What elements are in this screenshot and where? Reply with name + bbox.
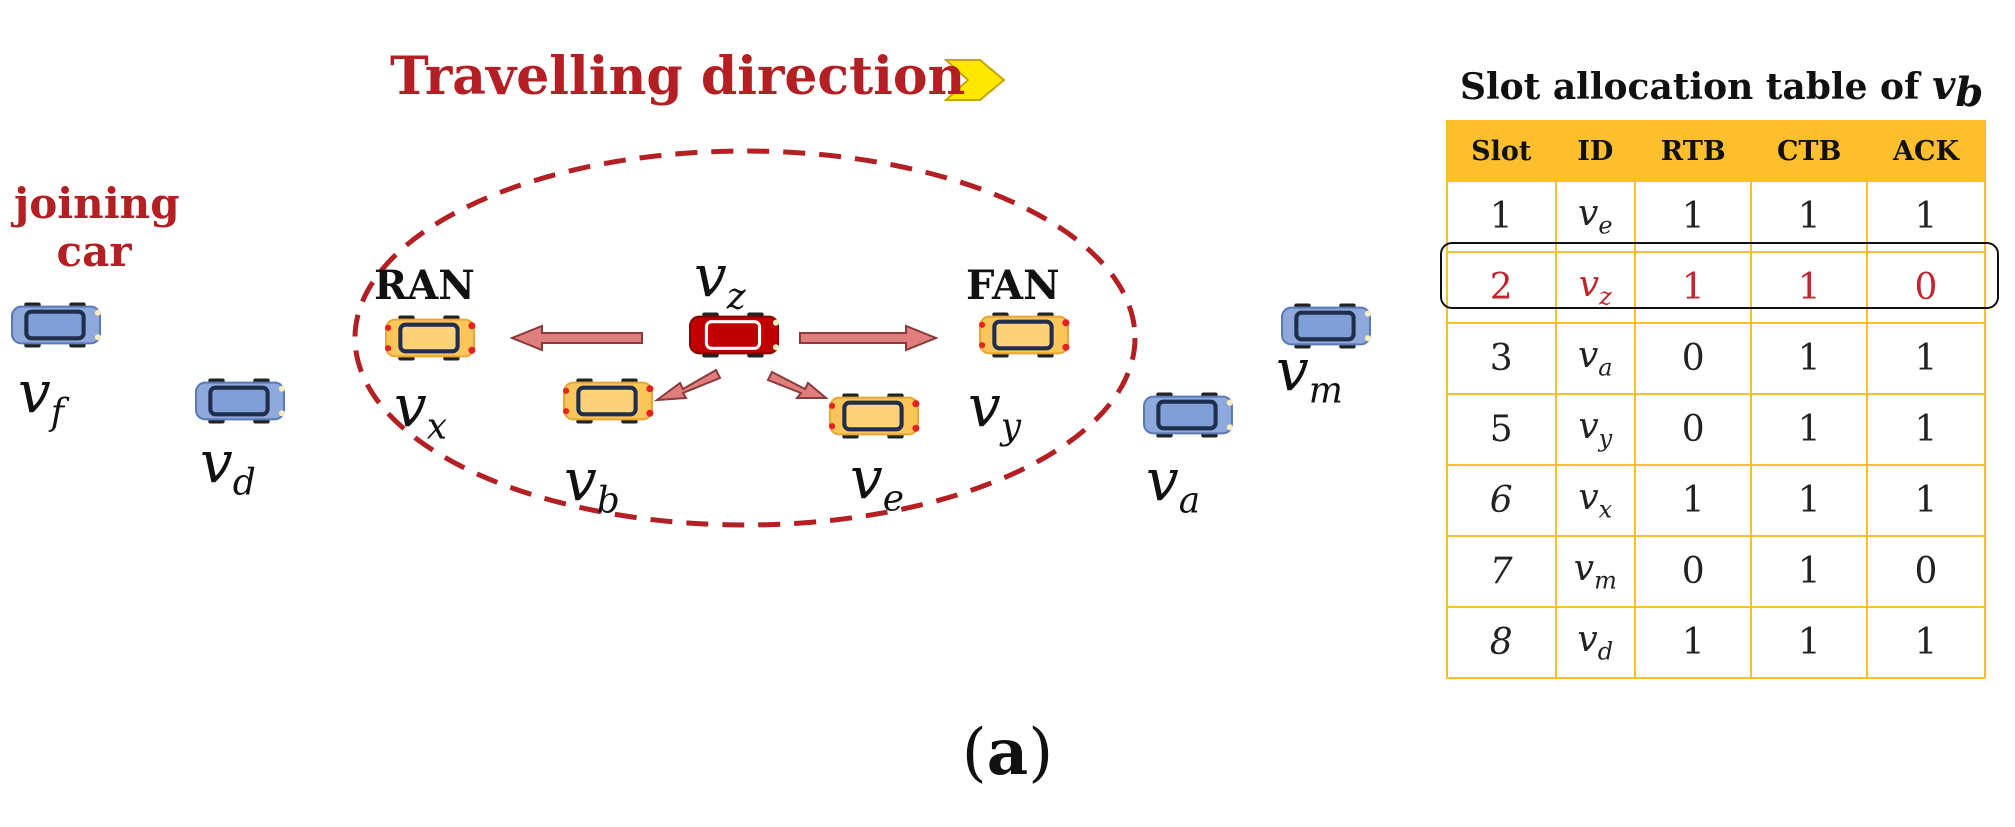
- header-id: ID: [1554, 120, 1637, 182]
- slot-cell: 2: [1446, 252, 1557, 324]
- ctb-cell: 1: [1750, 394, 1868, 466]
- vehicle-label-vd: vd: [200, 428, 256, 504]
- rtb-cell: 1: [1634, 465, 1753, 537]
- car-vf: [12, 303, 101, 348]
- rtb-cell: 1: [1634, 252, 1753, 324]
- arrow-to-fan: [799, 324, 939, 352]
- rtb-cell: 0: [1634, 536, 1753, 608]
- vehicle-label-vf: vf: [18, 358, 65, 434]
- car-vd: [196, 379, 285, 424]
- id-cell: va: [1554, 323, 1637, 395]
- arrow-to-ran: [509, 324, 643, 352]
- slot-cell: 5: [1446, 394, 1557, 466]
- table-row: 7 vm 0 1 0: [1446, 536, 1987, 608]
- header-slot: Slot: [1446, 120, 1557, 182]
- rtb-cell: 1: [1634, 607, 1753, 679]
- fan-label: FAN: [966, 262, 1060, 309]
- ctb-cell: 1: [1750, 536, 1868, 608]
- ack-cell: 1: [1865, 181, 1987, 253]
- header-ctb: CTB: [1750, 120, 1868, 182]
- slot-cell: 3: [1446, 323, 1557, 395]
- id-cell: vd: [1554, 607, 1637, 679]
- car-vz: [688, 312, 780, 358]
- communication-range-ellipse: [352, 148, 1138, 528]
- vehicle-label-va: va: [1146, 446, 1201, 522]
- table-row: 1 ve 1 1 1: [1446, 181, 1987, 253]
- vehicle-label-vx: vx: [394, 372, 448, 448]
- joining-car-label: joining car: [14, 179, 180, 276]
- direction-chevron-icon: [943, 59, 1006, 101]
- table-row: 6 vx 1 1 1: [1446, 465, 1987, 537]
- ctb-cell: 1: [1750, 181, 1868, 253]
- ctb-cell: 1: [1750, 607, 1868, 679]
- ctb-cell: 1: [1750, 252, 1868, 324]
- id-cell: ve: [1554, 181, 1637, 253]
- rtb-cell: 1: [1634, 181, 1753, 253]
- broadcast-arrows: [509, 324, 939, 402]
- id-cell: vy: [1554, 394, 1637, 466]
- ack-cell: 1: [1865, 323, 1987, 395]
- table-row: 5 vy 0 1 1: [1446, 394, 1987, 466]
- slot-allocation-table: Slot ID RTB CTB ACK 1 ve 1 1 1 2 vz 1 1 …: [1446, 120, 1987, 679]
- ack-cell: 1: [1865, 465, 1987, 537]
- id-cell: vm: [1554, 536, 1637, 608]
- ctb-cell: 1: [1750, 465, 1868, 537]
- header-rtb: RTB: [1634, 120, 1753, 182]
- id-cell: vz: [1554, 252, 1637, 324]
- table-row: 3 va 0 1 1: [1446, 323, 1987, 395]
- table-row: 8 vd 1 1 1: [1446, 607, 1987, 679]
- ack-cell: 1: [1865, 394, 1987, 466]
- header-ack: ACK: [1865, 120, 1987, 182]
- slot-cell: 8: [1446, 607, 1557, 679]
- slot-cell: 7: [1446, 536, 1557, 608]
- car-va: [1144, 393, 1233, 438]
- rtb-cell: 0: [1634, 394, 1753, 466]
- vehicle-label-vz: vz: [694, 242, 746, 318]
- slot-table-title: Slot allocation table of vb: [1460, 62, 1984, 117]
- arrow-to-ve: [766, 370, 829, 399]
- table-row-highlighted: 2 vz 1 1 0: [1446, 252, 1987, 324]
- ack-cell: 1: [1865, 607, 1987, 679]
- ack-cell: 0: [1865, 252, 1987, 324]
- ran-label: RAN: [374, 262, 475, 309]
- vehicle-label-vm: vm: [1276, 336, 1343, 412]
- vehicle-label-ve: ve: [850, 444, 905, 520]
- car-vb: [563, 379, 653, 424]
- ack-cell: 0: [1865, 536, 1987, 608]
- car-vy: [979, 313, 1069, 358]
- car-ve: [829, 394, 919, 439]
- arrow-to-vb: [653, 368, 722, 402]
- slot-cell: 1: [1446, 181, 1557, 253]
- travelling-direction-title: Travelling direction: [390, 46, 966, 107]
- ctb-cell: 1: [1750, 323, 1868, 395]
- table-header-row: Slot ID RTB CTB ACK: [1446, 120, 1987, 182]
- highlighted-row-outline: [1440, 242, 1999, 309]
- slot-cell: 6: [1446, 465, 1557, 537]
- car-vx: [385, 316, 475, 361]
- vehicle-label-vb: vb: [564, 446, 620, 522]
- vehicle-label-vy: vy: [968, 372, 1022, 448]
- figure-caption: (a): [961, 715, 1054, 790]
- rtb-cell: 0: [1634, 323, 1753, 395]
- id-cell: vx: [1554, 465, 1637, 537]
